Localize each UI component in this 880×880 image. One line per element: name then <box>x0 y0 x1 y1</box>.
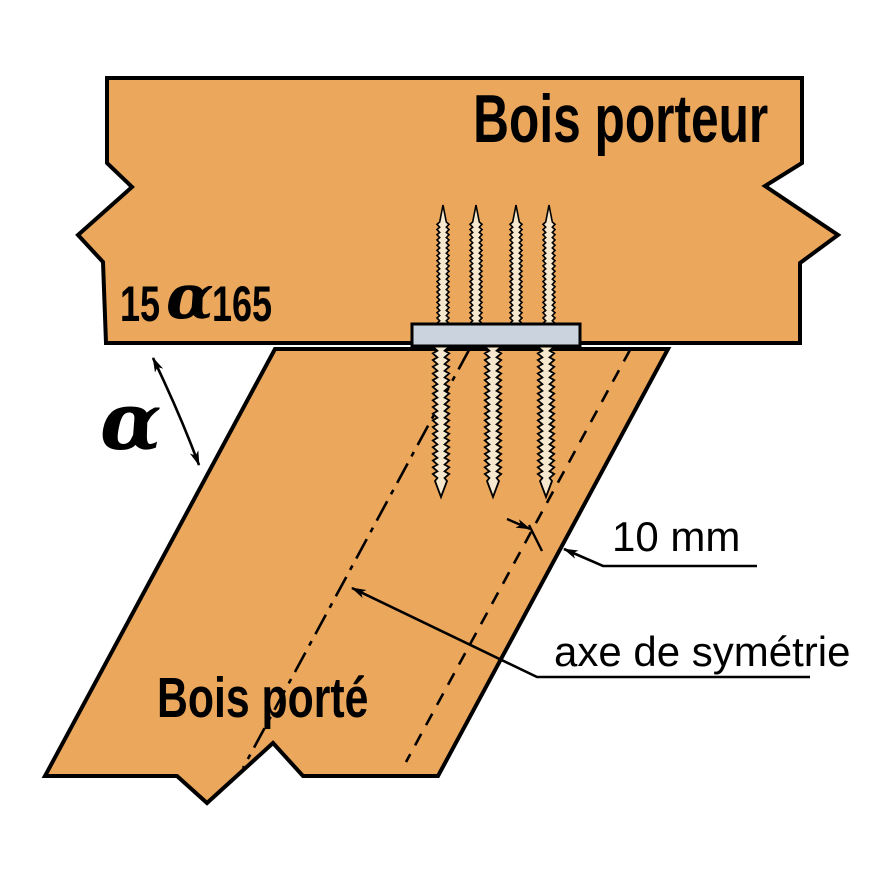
screws-lower <box>431 343 556 500</box>
angle-min-label: 15 <box>120 276 161 332</box>
screw <box>508 204 524 327</box>
axis-leader-line <box>351 586 810 679</box>
screw <box>541 204 557 327</box>
screws-upper <box>435 204 557 327</box>
lower-beam-label: Bois porté <box>157 666 369 730</box>
angle-alpha-symbol: α <box>166 260 214 333</box>
lower-beam-shape <box>41 347 672 806</box>
dimension-small-arrow <box>506 517 531 531</box>
screw <box>536 343 556 500</box>
screw <box>483 343 503 500</box>
upper-beam-shape <box>75 76 842 345</box>
angle-arc <box>151 357 201 466</box>
alpha-symbol-large: α <box>100 374 162 468</box>
angle-max-label: 165 <box>212 276 273 332</box>
symmetry-axis-line <box>241 349 471 769</box>
dimension-tick <box>527 524 544 552</box>
screw <box>431 343 451 500</box>
dimension-label: 10 mm <box>612 513 741 560</box>
screw <box>468 204 484 327</box>
upper-beam-label: Bois porteur <box>472 81 768 157</box>
dimension-leader-line <box>563 547 757 568</box>
axis-of-symmetry-label: axe de symétrie <box>554 628 851 675</box>
fixing-plate <box>410 322 582 348</box>
edge-offset-dashed-line <box>404 349 632 763</box>
screw <box>435 204 451 327</box>
